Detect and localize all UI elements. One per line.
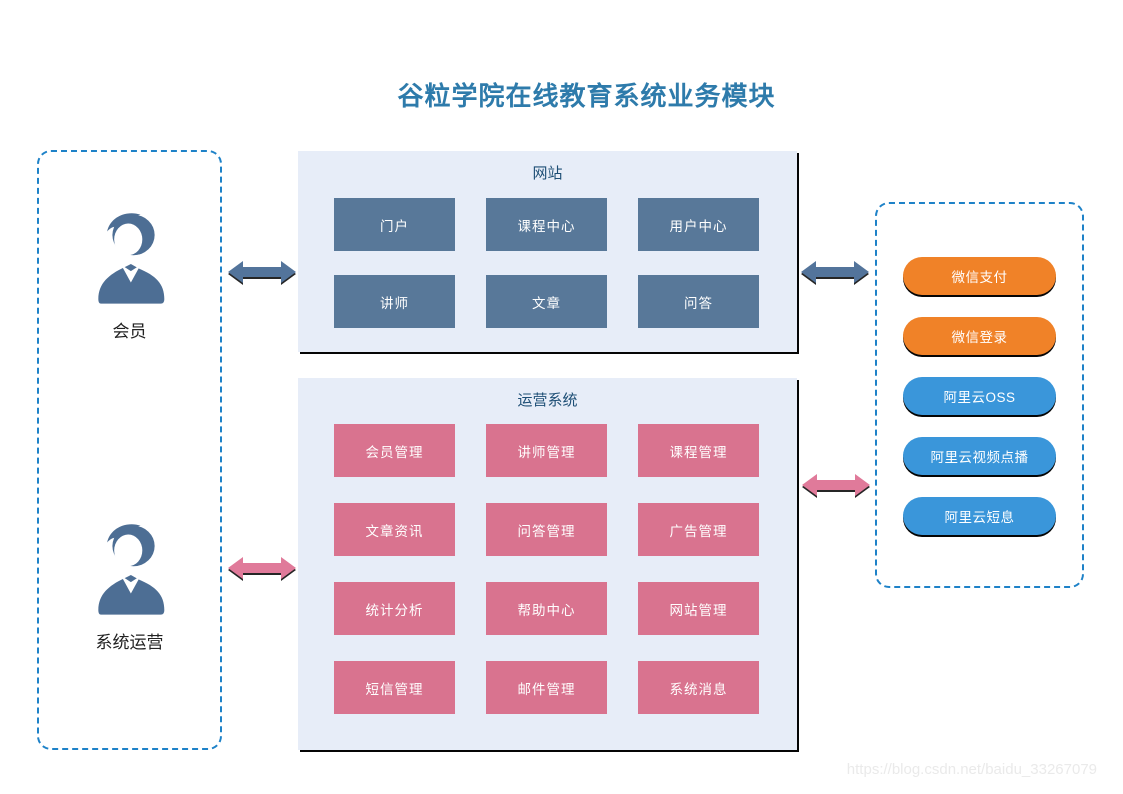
service-wechat-login: 微信登录 [903,317,1056,355]
module-email-mgmt: 邮件管理 [486,661,607,714]
module-site-mgmt: 网站管理 [638,582,759,635]
actors-box: 会员 系统运营 [37,150,222,750]
service-wechat-pay: 微信支付 [903,257,1056,295]
module-user-center: 用户中心 [638,198,759,251]
operator-label: 系统运营 [95,633,164,652]
module-lecturer: 讲师 [334,275,455,328]
member-label: 会员 [112,322,147,341]
member-person-icon [97,213,164,304]
watermark: https://blog.csdn.net/baidu_33267079 [846,761,1097,778]
external-services-box: 微信支付 微信登录 阿里云OSS 阿里云视频点播 阿里云短息 [875,202,1084,588]
actor-operator: 系统运营 [39,518,220,653]
website-services-arrow-icon [801,261,869,283]
module-qa-mgmt: 问答管理 [486,503,607,556]
service-aliyun-sms: 阿里云短息 [903,497,1056,535]
member-website-arrow-icon [228,261,296,283]
operator-person-icon [97,524,164,615]
module-course-center: 课程中心 [486,198,607,251]
module-portal: 门户 [334,198,455,251]
module-help-center: 帮助中心 [486,582,607,635]
page-title: 谷粒学院在线教育系统业务模块 [397,81,776,111]
operations-module-grid: 会员管理 讲师管理 课程管理 文章资讯 问答管理 广告管理 统计分析 帮助中心 … [334,424,759,714]
module-qa: 问答 [638,275,759,328]
operations-services-arrow-icon [802,474,870,496]
module-sms-mgmt: 短信管理 [334,661,455,714]
module-article-news: 文章资讯 [334,503,455,556]
module-system-message: 系统消息 [638,661,759,714]
website-panel-title: 网站 [532,165,563,182]
service-aliyun-oss: 阿里云OSS [903,377,1056,415]
operations-panel: 运营系统 会员管理 讲师管理 课程管理 文章资讯 问答管理 广告管理 统计分析 … [298,378,797,750]
module-article: 文章 [486,275,607,328]
operator-operations-arrow-icon [228,557,296,579]
website-module-grid: 门户 课程中心 用户中心 讲师 文章 问答 [334,198,759,328]
module-course-mgmt: 课程管理 [638,424,759,477]
module-ad-mgmt: 广告管理 [638,503,759,556]
module-member-mgmt: 会员管理 [334,424,455,477]
operations-panel-title: 运营系统 [517,392,578,409]
website-panel: 网站 门户 课程中心 用户中心 讲师 文章 问答 [298,151,797,352]
actor-member: 会员 [39,207,220,342]
service-aliyun-vod: 阿里云视频点播 [903,437,1056,475]
module-lecturer-mgmt: 讲师管理 [486,424,607,477]
module-stats-analysis: 统计分析 [334,582,455,635]
